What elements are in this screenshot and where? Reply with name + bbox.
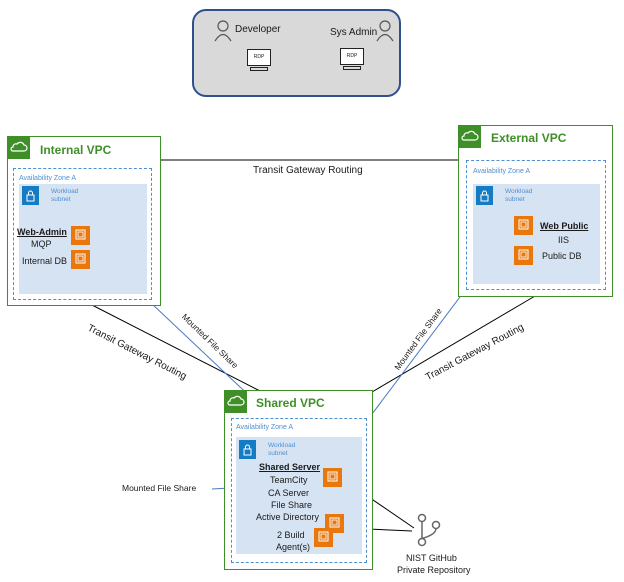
transit-line-right (371, 295, 536, 393)
ec2-instance-icon (323, 468, 342, 487)
shared-item-ca-server: CA Server (268, 488, 310, 498)
lock-icon (22, 186, 39, 205)
developer-keyboard-icon (250, 67, 268, 71)
ec2-instance-icon (71, 226, 90, 245)
ec2-instance-icon (514, 216, 533, 235)
sysadmin-person-icon (376, 20, 394, 42)
shared-az-label: Availability Zone A (236, 424, 294, 431)
external-server-name: Web Public (540, 221, 589, 231)
cloud-icon (458, 125, 481, 148)
external-subnet-label-1: Workload (505, 188, 533, 195)
shared-az-box (231, 418, 367, 563)
shared-subnet-label-2: subnet (268, 450, 288, 457)
internal-subnet-label-1: Workload (51, 188, 79, 195)
developer-person-icon (214, 20, 232, 42)
internal-item-mqp: MQP (31, 239, 52, 249)
ec2-instance-icon (314, 528, 333, 547)
git-branch-icon (417, 513, 441, 547)
internal-az-box (13, 168, 152, 300)
ec2-instance-icon (71, 250, 90, 269)
sysadmin-keyboard-icon (343, 66, 361, 70)
shared-item-file-share: File Share (271, 500, 313, 510)
developer-rdp-monitor-icon: RDP (247, 49, 271, 66)
transit-label-top: Transit Gateway Routing (253, 165, 363, 176)
external-item-iis: IIS (558, 235, 570, 245)
developer-label: Developer (235, 24, 281, 35)
external-az-label: Availability Zone A (473, 168, 531, 175)
external-subnet-label-2: subnet (505, 196, 525, 203)
sysadmin-label: Sys Admin (330, 27, 378, 38)
lock-icon (476, 186, 493, 205)
shared-subnet (236, 437, 362, 554)
sysadmin-rdp-badge: RDP (346, 53, 358, 59)
build-agents-label-2: Agent(s) (276, 542, 311, 552)
shared-server-name: Shared Server (259, 462, 321, 472)
cloud-icon (7, 136, 30, 159)
external-item-db: Public DB (542, 251, 582, 261)
shared-subnet-label-1: Workload (268, 442, 296, 449)
mount-label-outside: Mounted File Share (122, 483, 197, 493)
shared-item-teamcity: TeamCity (270, 475, 308, 485)
repo-label-1: NIST GitHub (406, 553, 457, 563)
external-vpc-title: External VPC (491, 131, 567, 145)
transit-line-left (89, 303, 263, 393)
shared-item-active-directory: Active Directory (256, 512, 320, 522)
external-subnet (473, 184, 600, 284)
lock-icon (239, 440, 256, 459)
internal-server-name: Web-Admin (17, 227, 67, 237)
internal-item-db: Internal DB (22, 256, 68, 266)
build-agents-label-1: 2 Build (277, 530, 305, 540)
internal-vpc-title: Internal VPC (40, 143, 112, 157)
cloud-icon (224, 390, 247, 413)
sysadmin-rdp-monitor-icon: RDP (340, 48, 364, 65)
external-az-box (466, 160, 606, 290)
developer-rdp-badge: RDP (253, 54, 265, 60)
ec2-instance-icon (514, 246, 533, 265)
shared-vpc-title: Shared VPC (256, 396, 325, 410)
internal-subnet-label-2: subnet (51, 196, 71, 203)
repo-label-2: Private Repository (397, 565, 471, 575)
internal-az-label: Availability Zone A (19, 175, 77, 182)
